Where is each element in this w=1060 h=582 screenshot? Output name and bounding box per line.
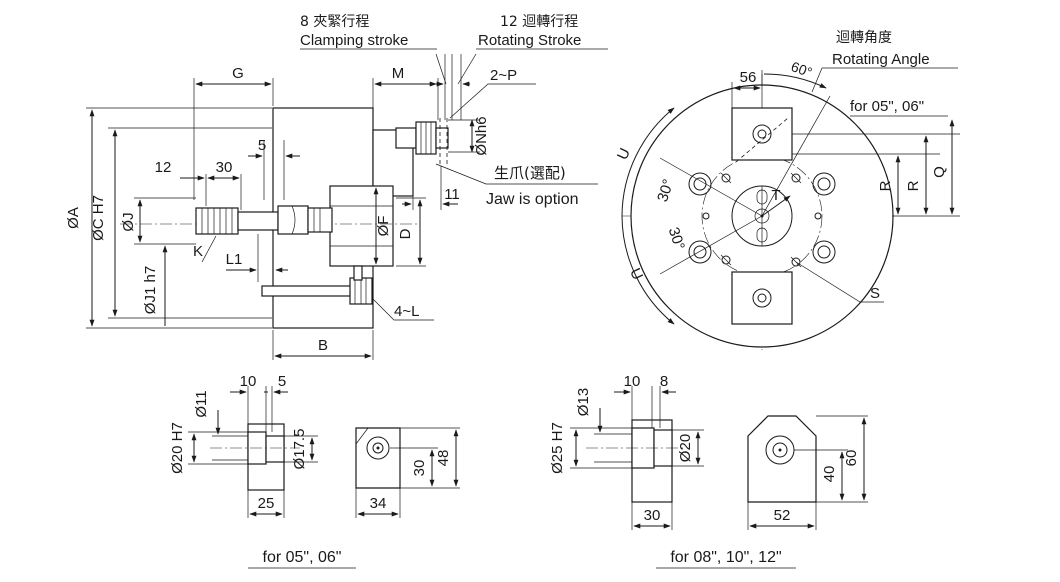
jaw-small-caption: for 05", 06" — [263, 549, 342, 566]
dim-G: G — [232, 65, 244, 82]
jaw-large-dim-60: 60 — [843, 450, 860, 467]
dim-phiN: ØNh6 — [473, 116, 490, 155]
dim-S: S — [870, 285, 880, 302]
jaw-small-dim-25: 25 — [258, 495, 275, 512]
draw-rod — [195, 207, 239, 235]
jaw-large-dim-52: 52 — [774, 507, 791, 524]
dim-K: K — [193, 243, 203, 260]
front-view: T 30° 30° U U 56 60° 迴轉角度 Rotating Angle… — [614, 30, 960, 350]
dim-30: 30 — [216, 159, 233, 176]
jaw-detail-large: 10 8 Ø13 Ø25 H7 Ø20 30 40 60 — [549, 373, 868, 569]
jaw-large-front — [747, 415, 817, 503]
front-size-note: for 05", 06" — [850, 98, 924, 115]
jaw-large-dim-30: 30 — [644, 507, 661, 524]
clamping-stroke-en: Clamping stroke — [300, 32, 408, 49]
jaw-large-dim-40: 40 — [821, 466, 838, 483]
dim-L1: L1 — [226, 251, 243, 268]
jaw-large-dim-8: 8 — [660, 373, 668, 390]
jaw-large-caption: for 08", 10", 12" — [670, 549, 781, 566]
jaw-small-phi20: Ø20 H7 — [169, 422, 186, 474]
side-view: ØA ØC H7 ØJ ØJ1 h7 G 5 12 30 K — [65, 14, 608, 360]
rotating-stroke-en: Rotating Stroke — [478, 32, 581, 49]
jaw-small-dim-48: 48 — [435, 450, 452, 467]
jaw-small-dim-10: 10 — [240, 373, 257, 390]
mounting-bolts — [688, 172, 836, 264]
jaw-note-cn: 生爪(選配) — [494, 164, 566, 182]
jaw-small-dim-34: 34 — [370, 495, 387, 512]
rotating-angle-cn: 迴轉角度 — [836, 30, 892, 46]
dim-2P: 2~P — [490, 67, 517, 84]
dim-T: T — [771, 187, 780, 204]
dim-Q: Q — [931, 166, 948, 178]
dim-30deg-top: 30° — [654, 177, 677, 204]
jaw-note-en: Jaw is option — [486, 191, 579, 208]
jaw-small-phi17-5: Ø17.5 — [291, 429, 308, 470]
dim-U-top: U — [614, 146, 634, 163]
spindle-boss — [329, 185, 394, 267]
dim-phiJ1: ØJ1 h7 — [142, 266, 159, 314]
jaw-large-phi25: Ø25 H7 — [549, 422, 566, 474]
bottom-jaw-slot — [731, 271, 793, 325]
dim-U-bottom: U — [626, 266, 646, 283]
rotating-stroke-cn: 12 迴轉行程 — [500, 14, 578, 30]
dim-12: 12 — [155, 159, 172, 176]
jaw-large-dim-10: 10 — [624, 373, 641, 390]
dim-B: B — [318, 337, 328, 354]
dim-60deg: 60° — [789, 58, 814, 80]
jaw-detail-small: 10 5 Ø11 Ø20 H7 Ø17.5 25 30 48 — [169, 373, 460, 569]
top-jaw-slot — [731, 107, 793, 161]
dim-M: M — [392, 65, 405, 82]
clamping-stroke-cn: 8 夾緊行程 — [300, 14, 369, 30]
jaw-small-dim-5: 5 — [278, 373, 286, 390]
jaw-block — [395, 127, 417, 149]
dim-5: 5 — [258, 137, 266, 154]
dim-D: D — [397, 228, 414, 239]
dim-phiC: ØC H7 — [90, 195, 107, 241]
dim-R1: R — [877, 180, 894, 191]
mounting-bolt — [261, 285, 359, 297]
dim-R2: R — [905, 180, 922, 191]
dim-4L: 4~L — [394, 303, 419, 320]
jaw-large-phi20: Ø20 — [677, 434, 694, 462]
dim-phiJ: ØJ — [120, 212, 137, 231]
dim-11: 11 — [444, 186, 460, 203]
jaw-small-front — [355, 427, 401, 489]
jaw-small-dim-30: 30 — [411, 460, 428, 477]
rotating-angle-en: Rotating Angle — [832, 51, 930, 68]
dim-30deg-bottom: 30° — [665, 225, 688, 252]
dim-phiF: ØF — [375, 216, 392, 237]
jaw-small-phi11: Ø11 — [193, 390, 210, 417]
jaw-large-phi13: Ø13 — [575, 388, 592, 416]
dim-56: 56 — [740, 69, 757, 86]
dim-phiA: ØA — [65, 207, 82, 229]
